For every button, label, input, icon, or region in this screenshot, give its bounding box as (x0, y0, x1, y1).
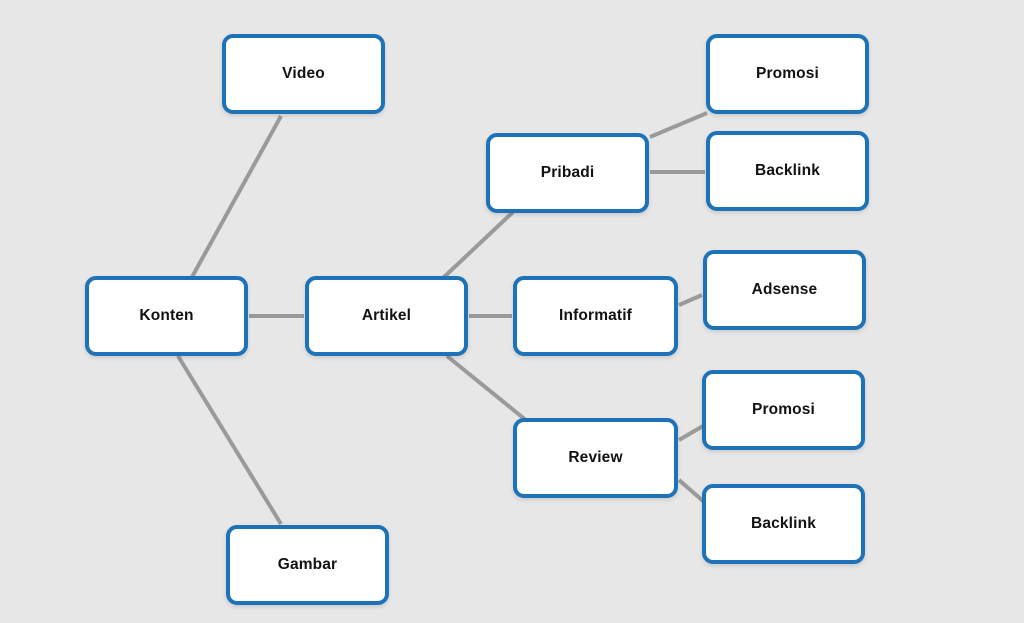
node-label-video: Video (282, 65, 325, 83)
node-promosi_top[interactable]: Promosi (706, 34, 869, 114)
node-label-informatif: Informatif (559, 307, 632, 325)
node-label-artikel: Artikel (361, 307, 412, 325)
node-backlink_top[interactable]: Backlink (706, 131, 869, 211)
node-label-backlink_top: Backlink (755, 162, 820, 180)
node-review[interactable]: Review (513, 418, 678, 498)
node-label-review: Review (568, 449, 623, 467)
node-adsense[interactable]: Adsense (703, 250, 866, 330)
connector-artikel-pribadi (441, 210, 515, 280)
node-informatif[interactable]: Informatif (513, 276, 678, 356)
connector-review-backlink (677, 478, 705, 503)
node-label-konten: Konten (139, 307, 194, 325)
connector-konten-gambar (176, 354, 283, 526)
connector-review-promosi (677, 424, 705, 442)
node-label-promosi_bot: Promosi (751, 401, 816, 419)
connector-pribadi-promosi (649, 111, 708, 139)
connector-informatif-adsense (678, 293, 703, 307)
node-video[interactable]: Video (222, 34, 385, 114)
node-label-gambar: Gambar (277, 556, 338, 574)
node-backlink_bot[interactable]: Backlink (702, 484, 865, 564)
node-promosi_bot[interactable]: Promosi (702, 370, 865, 450)
node-label-backlink_bot: Backlink (751, 515, 816, 533)
node-label-promosi_top: Promosi (755, 65, 820, 83)
node-artikel[interactable]: Artikel (305, 276, 468, 356)
node-gambar[interactable]: Gambar (226, 525, 389, 605)
node-label-pribadi: Pribadi (540, 164, 595, 182)
node-label-adsense: Adsense (751, 281, 818, 299)
connector-artikel-review (445, 354, 529, 423)
node-konten[interactable]: Konten (85, 276, 248, 356)
connector-konten-video (190, 115, 283, 278)
node-pribadi[interactable]: Pribadi (486, 133, 649, 213)
